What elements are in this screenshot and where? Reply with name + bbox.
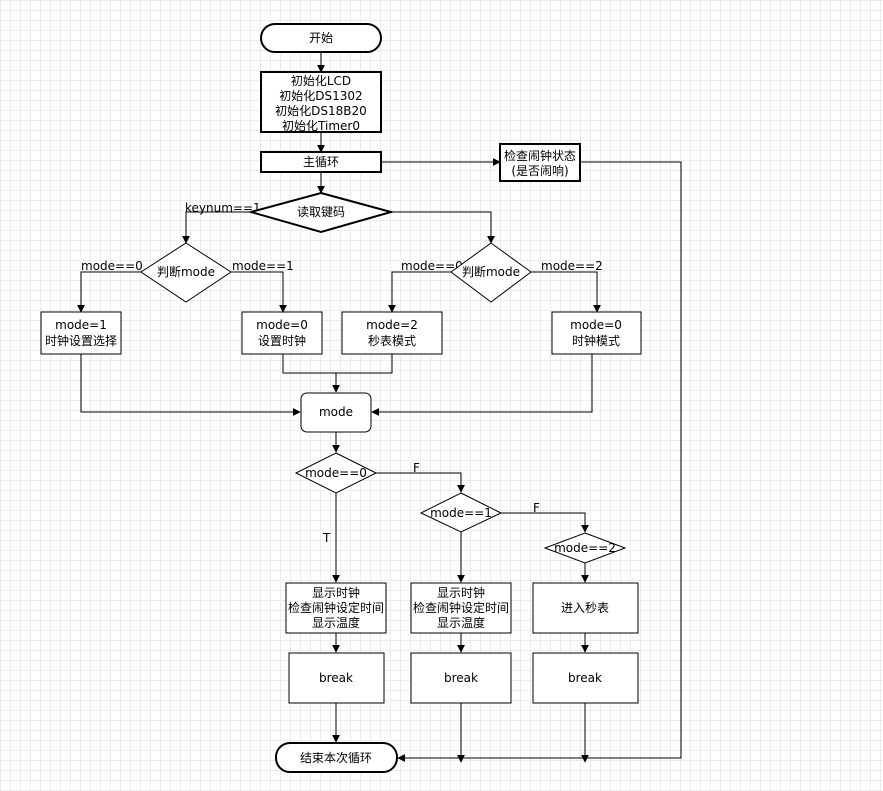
label-left-mode0: mode==0 bbox=[81, 259, 143, 273]
mode2-box-line-1: mode=2 bbox=[366, 318, 418, 332]
label-true: T bbox=[322, 531, 331, 545]
end-terminal: 结束本次循环 bbox=[275, 742, 398, 773]
action-b-process: 显示时钟 检查闹钟设定时间 显示温度 bbox=[410, 582, 512, 634]
judge-mode-left-label: 判断mode bbox=[157, 264, 215, 279]
action-b-line-3: 显示温度 bbox=[437, 615, 485, 630]
judge-mode-left-decision: 判断mode bbox=[140, 242, 232, 303]
label-false-2: F bbox=[533, 501, 540, 515]
mode-process: mode bbox=[300, 392, 372, 433]
cond-mode2-decision: mode==2 bbox=[543, 532, 627, 564]
init-line-2: 初始化DS1302 bbox=[279, 89, 362, 103]
label-keynum: keynum==1 bbox=[185, 201, 261, 215]
judge-mode-right-decision: 判断mode bbox=[450, 242, 532, 303]
init-line-1: 初始化LCD bbox=[291, 74, 351, 88]
mode0-clock-mode-process: mode=0 时钟模式 bbox=[551, 311, 642, 355]
action-b-line-1: 显示时钟 bbox=[437, 585, 485, 600]
judge-mode-right-label: 判断mode bbox=[462, 264, 520, 279]
start-label: 开始 bbox=[309, 31, 333, 45]
check-alarm-line-2: (是否闹响) bbox=[511, 163, 568, 178]
label-right-mode2: mode==2 bbox=[541, 259, 603, 273]
action-c-process: 进入秒表 bbox=[532, 582, 639, 634]
edge-readkey-judgeleft bbox=[182, 211, 251, 244]
main-loop-label: 主循环 bbox=[303, 155, 339, 169]
action-a-process: 显示时钟 检查闹钟设定时间 显示温度 bbox=[285, 582, 387, 634]
edge-judgeleft-mode0box bbox=[231, 271, 287, 313]
edge-clockmodebox-mode bbox=[371, 354, 593, 416]
init-line-3: 初始化DS18B20 bbox=[275, 104, 367, 118]
check-alarm-line-1: 检查闹钟状态 bbox=[504, 148, 576, 163]
mode0-set-box-line-1: mode=0 bbox=[256, 318, 308, 332]
break-a-label: break bbox=[319, 671, 353, 685]
cond-mode2-label: mode==2 bbox=[554, 541, 616, 555]
read-key-label: 读取键码 bbox=[297, 205, 345, 219]
edges bbox=[77, 52, 682, 763]
mode0-set-clock-process: mode=0 设置时钟 bbox=[241, 311, 323, 355]
break-c-process: break bbox=[532, 652, 639, 704]
edge-checkalarm-end bbox=[397, 161, 682, 762]
init-line-4: 初始化Timer0 bbox=[282, 119, 360, 133]
label-left-mode1: mode==1 bbox=[232, 259, 294, 273]
init-process: 初始化LCD 初始化DS1302 初始化DS18B20 初始化Timer0 bbox=[260, 71, 382, 133]
mode-label: mode bbox=[319, 405, 353, 419]
edge-readkey-judgeright bbox=[391, 211, 495, 244]
mode1-box-line-1: mode=1 bbox=[55, 318, 107, 332]
edge-cond0-cond1 bbox=[376, 472, 465, 493]
end-label: 结束本次循环 bbox=[300, 751, 372, 765]
cond-mode0-label: mode==0 bbox=[305, 466, 367, 480]
break-c-label: break bbox=[568, 671, 602, 685]
action-a-line-1: 显示时钟 bbox=[312, 585, 360, 600]
action-a-line-2: 检查闹钟设定时间 bbox=[288, 600, 384, 615]
edge-mode2box-mode bbox=[336, 354, 393, 374]
edge-cond1-cond2 bbox=[501, 512, 589, 533]
mode1-clock-select-process: mode=1 时钟设置选择 bbox=[40, 311, 122, 355]
cond-mode0-decision: mode==0 bbox=[294, 452, 378, 494]
action-c-label: 进入秒表 bbox=[561, 601, 609, 615]
edge-mode0box-mode bbox=[282, 354, 340, 393]
label-false-1: F bbox=[413, 461, 420, 475]
edge-judgeright-mode2box bbox=[388, 271, 451, 313]
cond-mode1-decision: mode==1 bbox=[419, 492, 503, 533]
check-alarm-process: 检查闹钟状态 (是否闹响) bbox=[499, 143, 581, 182]
edge-judgeright-mode0box bbox=[531, 271, 601, 313]
break-b-label: break bbox=[444, 671, 478, 685]
mode0-set-box-line-2: 设置时钟 bbox=[258, 333, 306, 348]
break-b-process: break bbox=[410, 652, 512, 704]
main-loop-process: 主循环 bbox=[260, 151, 382, 173]
start-terminal: 开始 bbox=[260, 23, 382, 53]
label-right-mode0: mode==0 bbox=[401, 259, 463, 273]
mode0-clock-box-line-1: mode=0 bbox=[570, 318, 622, 332]
action-a-line-3: 显示温度 bbox=[312, 615, 360, 630]
action-b-line-2: 检查闹钟设定时间 bbox=[413, 600, 509, 615]
mode2-stopwatch-process: mode=2 秒表模式 bbox=[341, 311, 443, 355]
cond-mode1-label: mode==1 bbox=[430, 506, 492, 520]
nodes: 开始 初始化LCD 初始化DS1302 初始化DS18B20 初始化Timer0… bbox=[40, 23, 642, 773]
edge-labels: keynum==1 mode==0 mode==1 mode==0 mode==… bbox=[81, 201, 603, 545]
mode1-box-line-2: 时钟设置选择 bbox=[45, 333, 117, 348]
read-key-decision: 读取键码 bbox=[247, 191, 395, 234]
break-a-process: break bbox=[288, 652, 385, 704]
edge-judgeleft-mode1box bbox=[77, 271, 141, 313]
edge-mode1box-mode bbox=[80, 354, 301, 416]
mode0-clock-box-line-2: 时钟模式 bbox=[572, 333, 620, 348]
mode2-box-line-2: 秒表模式 bbox=[368, 334, 416, 348]
